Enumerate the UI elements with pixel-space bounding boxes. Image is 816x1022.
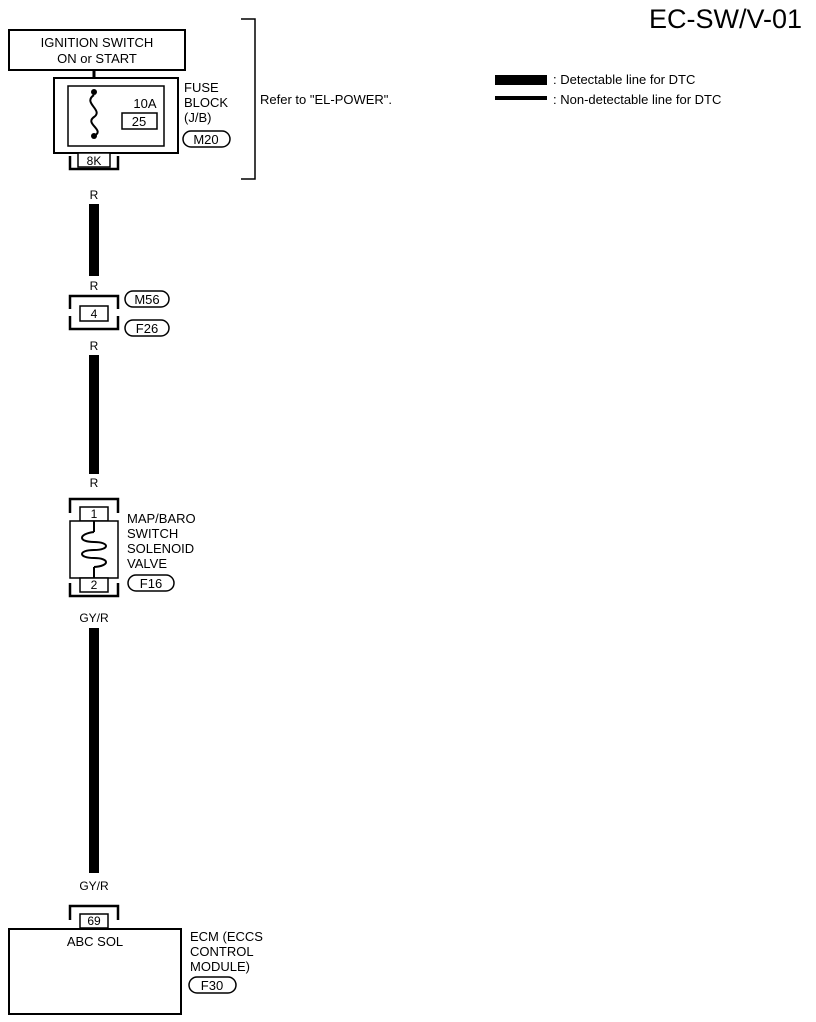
f26-connector-tag: [124, 319, 170, 337]
joint-connector-bottom-bracket: [68, 316, 120, 331]
legend-detectable-label: : Detectable line for DTC: [553, 72, 695, 87]
wire-color-solenoid-out: GY/R: [79, 611, 109, 625]
joint-connector-top-bracket: [68, 294, 120, 309]
solenoid-valve: 1 2 MAP/BARO SWITCH SOLENOID VALVE F16: [68, 497, 196, 598]
ecm-label-2: CONTROL: [190, 944, 254, 959]
solenoid-label-3: SOLENOID: [127, 541, 194, 556]
refer-note: Refer to "EL-POWER".: [260, 92, 392, 107]
ignition-switch-label-1: IGNITION SWITCH: [41, 35, 154, 50]
legend-non-detectable-swatch: [495, 96, 547, 100]
fuse-element-icon: [89, 94, 99, 137]
solenoid-terminal-out-box: [79, 577, 109, 593]
fuse-terminal-box: [77, 152, 111, 168]
legend: : Detectable line for DTC : Non-detectab…: [495, 72, 721, 107]
fuse-rating: 10A: [133, 96, 156, 111]
ecm-terminal-label: 69: [87, 914, 101, 928]
fuse-number: 25: [132, 114, 146, 129]
solenoid-terminal-out-label: 2: [91, 578, 98, 592]
ignition-switch: IGNITION SWITCH ON or START: [8, 29, 186, 71]
joint-terminal-box: [79, 305, 109, 322]
m56-connector-tag: [124, 290, 170, 308]
fuse-connector-tag: [182, 130, 231, 148]
wire-color-solenoid-in: R: [90, 476, 99, 490]
wire-color-ecm-in: GY/R: [79, 879, 109, 893]
fuse-block-label-1: FUSE: [184, 80, 219, 95]
joint-terminal-label: 4: [91, 307, 98, 321]
solenoid-label-1: MAP/BARO: [127, 511, 196, 526]
legend-detectable-swatch: [495, 75, 547, 85]
solenoid-coil-icon: [81, 531, 107, 568]
ecm-label-1: ECM (ECCS: [190, 929, 263, 944]
fuse-terminal-8k: 8K: [68, 152, 120, 171]
ecm-module: ABC SOL ECM (ECCS CONTROL MODULE) F30: [8, 928, 263, 1015]
ecm-label-3: MODULE): [190, 959, 250, 974]
solenoid-label-4: VALVE: [127, 556, 167, 571]
fuse-terminal-label: 8K: [87, 154, 102, 168]
fuse-top-terminal: [91, 89, 97, 95]
f26-connector-label: F26: [136, 321, 158, 336]
wire-color-m56-in: R: [90, 279, 99, 293]
wire-color-fuse-out: R: [90, 188, 99, 202]
ecm-box: [8, 928, 182, 1015]
f16-connector-tag: [127, 574, 175, 592]
ecm-terminal-69: 69: [68, 904, 120, 929]
joint-connector: 4 M56 F26: [68, 290, 170, 337]
fuse-bottom-terminal: [91, 133, 97, 139]
fuse-block-bracket: [241, 18, 256, 180]
solenoid-label-2: SWITCH: [127, 526, 178, 541]
fuse-block-label-2: BLOCK: [184, 95, 228, 110]
ignition-switch-label-2: ON or START: [57, 51, 137, 66]
page-id: EC-SW/V-01: [649, 4, 802, 34]
f30-connector-tag: [188, 976, 237, 994]
f16-connector-label: F16: [140, 576, 162, 591]
wire-color-f26-out: R: [90, 339, 99, 353]
f30-connector-label: F30: [201, 978, 223, 993]
fuse-connector-label: M20: [193, 132, 218, 147]
solenoid-top-bracket: [68, 497, 120, 513]
solenoid-bottom-bracket: [68, 583, 120, 598]
fuse-terminal-bracket: [68, 156, 120, 171]
fuse-block-label-3: (J/B): [184, 110, 211, 125]
ignition-switch-box: [8, 29, 186, 71]
ecm-pin-name: ABC SOL: [67, 934, 123, 949]
legend-non-detectable-label: : Non-detectable line for DTC: [553, 92, 721, 107]
solenoid-terminal-in-label: 1: [91, 507, 98, 521]
m56-connector-label: M56: [134, 292, 159, 307]
fuse-block: 10A 25 FUSE BLOCK (J/B) M20: [53, 77, 231, 154]
ecm-terminal-bracket: [68, 904, 120, 920]
fuse-number-box: [121, 112, 158, 130]
